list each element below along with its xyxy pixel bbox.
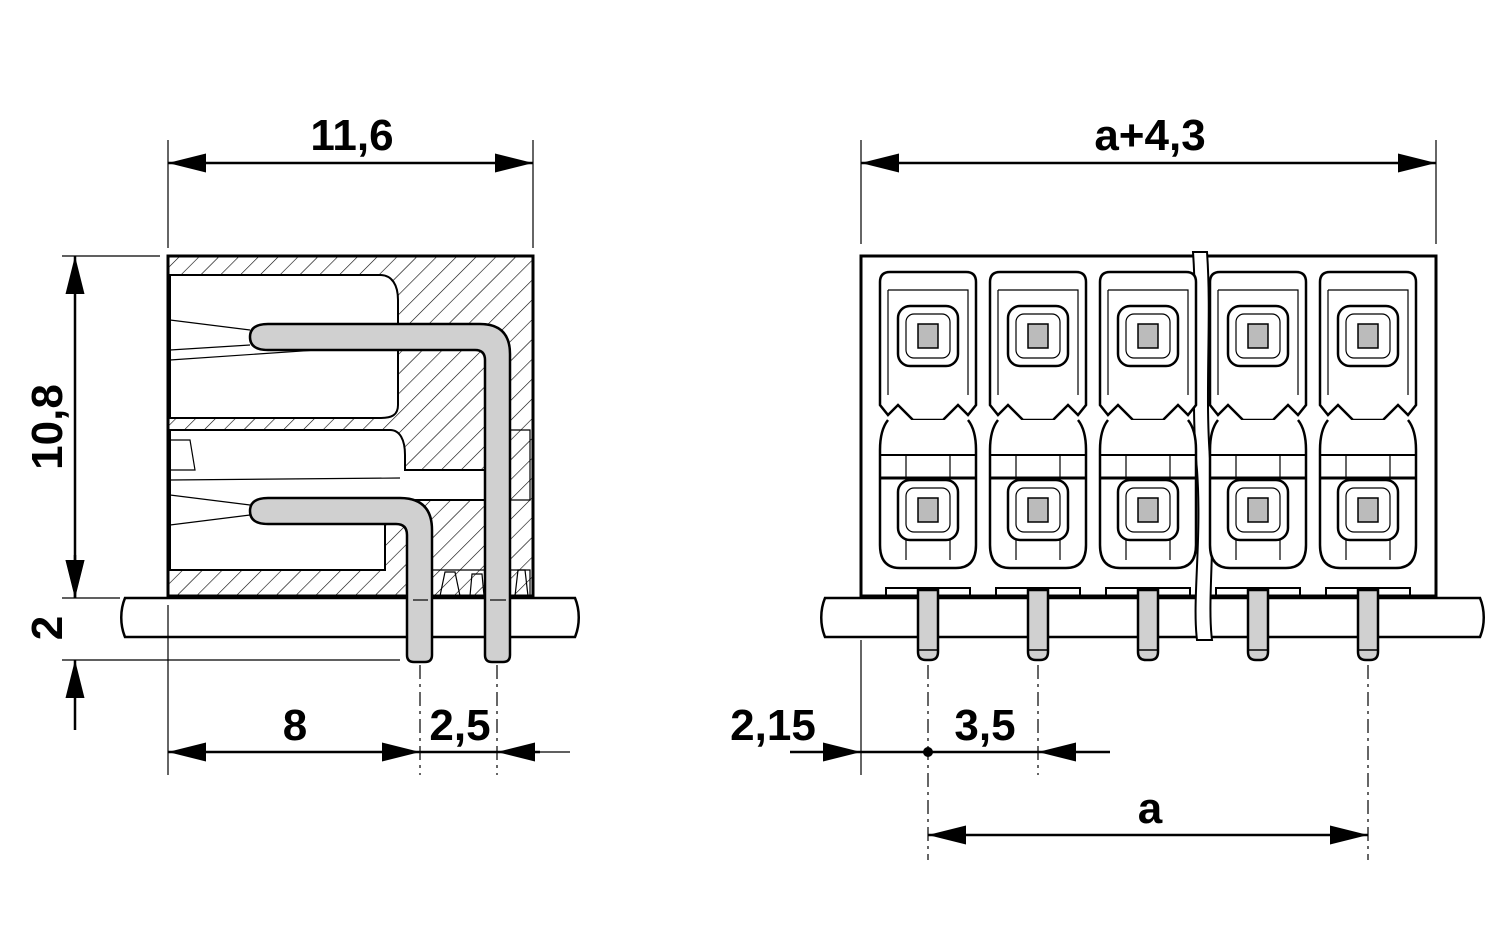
- housing-section: [166, 254, 535, 598]
- terminal-module: [1098, 270, 1198, 662]
- edge-offset-label: 2,15: [730, 701, 816, 750]
- overall-dimension-label: a+4,3: [1094, 111, 1205, 160]
- span-label: a: [1138, 784, 1163, 833]
- lower-pin: [248, 496, 434, 664]
- pcb-thickness-label: 2: [23, 616, 72, 640]
- terminal-module: [988, 270, 1088, 662]
- pin-offset-label: 8: [283, 701, 307, 750]
- solder-pin: [916, 588, 940, 662]
- terminal-modules: [878, 270, 1418, 662]
- pcb-board-side: [120, 596, 580, 639]
- pcb-board-front: [820, 596, 1485, 639]
- front-view: a+4,3 2,15 3,5 a: [730, 111, 1485, 860]
- pitch-label: 3,5: [954, 701, 1015, 750]
- terminal-module: [1208, 270, 1308, 662]
- solder-pin: [1136, 588, 1160, 662]
- pin-pitch-label: 2,5: [429, 701, 490, 750]
- solder-pin: [1026, 588, 1050, 662]
- terminal-module: [1318, 270, 1418, 662]
- terminal-module: [878, 270, 978, 662]
- upper-pin: [248, 322, 512, 664]
- solder-pin: [1356, 588, 1380, 662]
- width-dimension-label: 11,6: [310, 111, 393, 160]
- height-dimension-label: 10,8: [23, 384, 72, 470]
- solder-pin: [1246, 588, 1270, 662]
- side-view: 11,6 10,8 2 8 2,5: [23, 111, 580, 775]
